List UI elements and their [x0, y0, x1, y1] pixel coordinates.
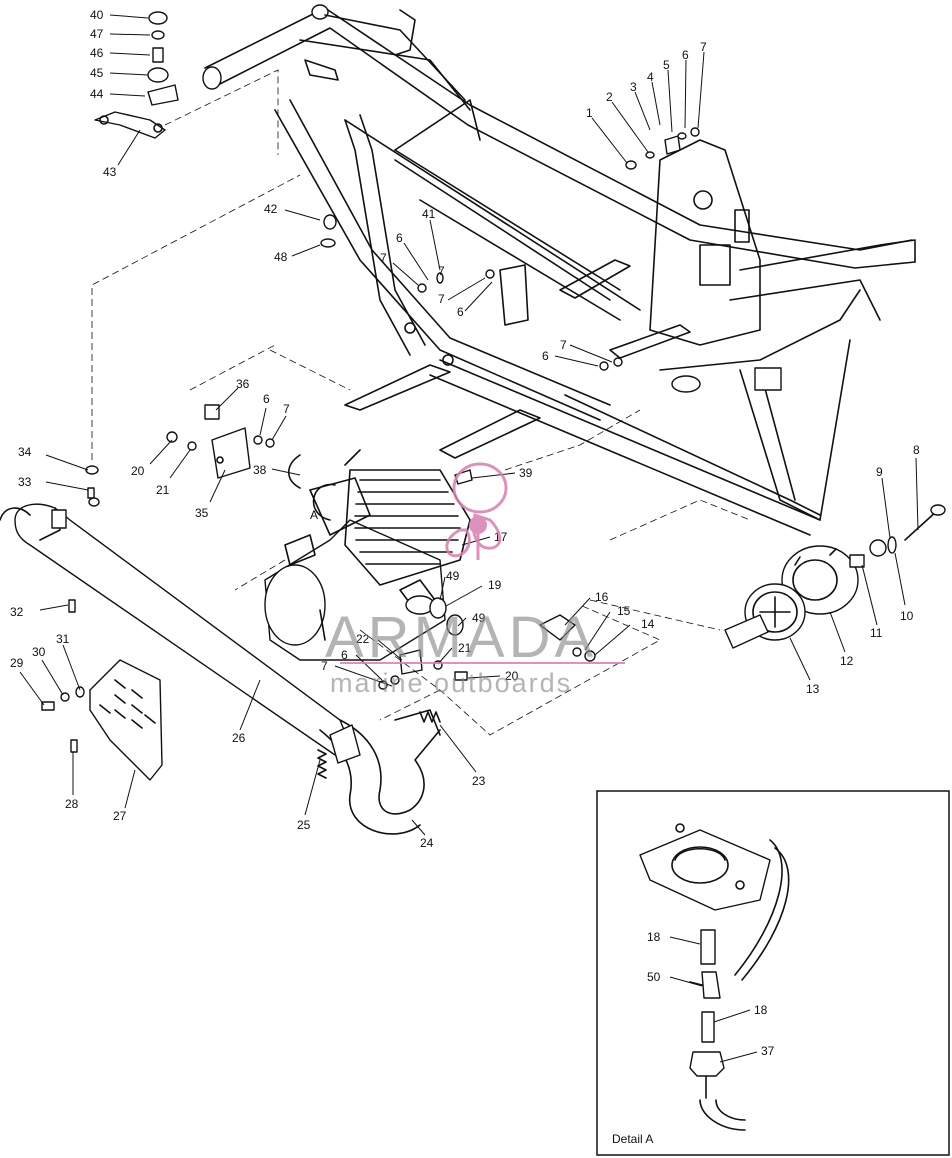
callout-6: 6 [682, 48, 689, 62]
callout-29: 29 [10, 656, 24, 670]
callout-41: 41 [422, 207, 436, 221]
callout-13: 13 [806, 682, 820, 696]
callout-16: 16 [595, 590, 609, 604]
drive-clutch [724, 504, 946, 649]
callout-9: 9 [876, 465, 883, 479]
callout-6: 6 [341, 648, 348, 662]
callout-8: 8 [913, 443, 920, 457]
callout-7: 7 [438, 264, 445, 278]
callout-20: 20 [505, 669, 519, 683]
callout-45: 45 [90, 66, 104, 80]
callout-39: 39 [519, 466, 533, 480]
callout-49: 49 [472, 611, 486, 625]
callout-28: 28 [65, 797, 79, 811]
callout-12: 12 [840, 654, 854, 668]
callout-25: 25 [297, 818, 311, 832]
callout-7: 7 [321, 659, 328, 673]
callout-6: 6 [542, 349, 549, 363]
callout-5: 5 [663, 58, 670, 72]
callout-6: 6 [396, 231, 403, 245]
callout-7: 7 [560, 338, 567, 352]
propeller-logo [445, 462, 508, 560]
callout-38: 38 [253, 463, 267, 477]
armada-watermark: ARMADA marine outboards [325, 462, 625, 698]
heat-shield [89, 659, 163, 781]
callout-35: 35 [195, 506, 209, 520]
callout-21: 21 [156, 483, 170, 497]
callout-33: 33 [18, 475, 32, 489]
callout-37: 37 [761, 1044, 775, 1058]
callout-27: 27 [113, 809, 127, 823]
callout-44: 44 [90, 87, 104, 101]
callout-7: 7 [283, 402, 290, 416]
callout-22: 22 [356, 632, 370, 646]
detail-a-marker: A [310, 483, 336, 522]
detail-a-title: Detail A [612, 1132, 653, 1146]
assembly-reference-lines [91, 69, 751, 736]
callout-7: 7 [700, 40, 707, 54]
callout-2: 2 [606, 90, 613, 104]
callout-40: 40 [90, 8, 104, 22]
detail-a-inset: Detail A [596, 790, 950, 1156]
callout-3: 3 [630, 80, 637, 94]
callout-11: 11 [870, 626, 883, 640]
callout-46: 46 [90, 46, 104, 60]
callout-24: 24 [420, 836, 434, 850]
watermark-brand: ARMADA [325, 605, 597, 670]
callout-23: 23 [472, 774, 486, 788]
callout-43: 43 [103, 165, 117, 179]
exhaust-system [0, 503, 441, 835]
callout-15: 15 [617, 604, 631, 618]
callout-47: 47 [90, 27, 104, 41]
callout-4: 4 [647, 70, 654, 84]
callout-36: 36 [236, 377, 250, 391]
callout-34: 34 [18, 445, 32, 459]
callout-14: 14 [641, 617, 655, 631]
callout-18: 18 [754, 1003, 768, 1017]
callout-6: 6 [263, 392, 270, 406]
view-marker-a: A [310, 508, 318, 522]
watermark-tagline: marine outboards [330, 668, 572, 698]
callout-labels: 40 47 46 45 44 43 42 48 41 6 7 7 7 6 6 7… [10, 8, 920, 1058]
callout-19: 19 [488, 578, 502, 592]
callout-30: 30 [32, 645, 46, 659]
callout-26: 26 [232, 731, 246, 745]
callout-7: 7 [438, 292, 445, 306]
callout-7: 7 [380, 251, 387, 265]
callout-49: 49 [446, 569, 460, 583]
callout-32: 32 [10, 605, 24, 619]
callout-50: 50 [647, 970, 661, 984]
callout-1: 1 [586, 106, 593, 120]
callout-42: 42 [264, 202, 278, 216]
leader-lines [19, 14, 919, 1063]
callout-18: 18 [647, 930, 661, 944]
callout-31: 31 [56, 632, 70, 646]
callout-20: 20 [131, 464, 145, 478]
callout-48: 48 [274, 250, 288, 264]
callout-10: 10 [900, 609, 914, 623]
callout-6: 6 [457, 305, 464, 319]
chassis-frame [202, 4, 916, 536]
callout-21: 21 [458, 641, 472, 655]
engine-assembly [264, 449, 471, 661]
